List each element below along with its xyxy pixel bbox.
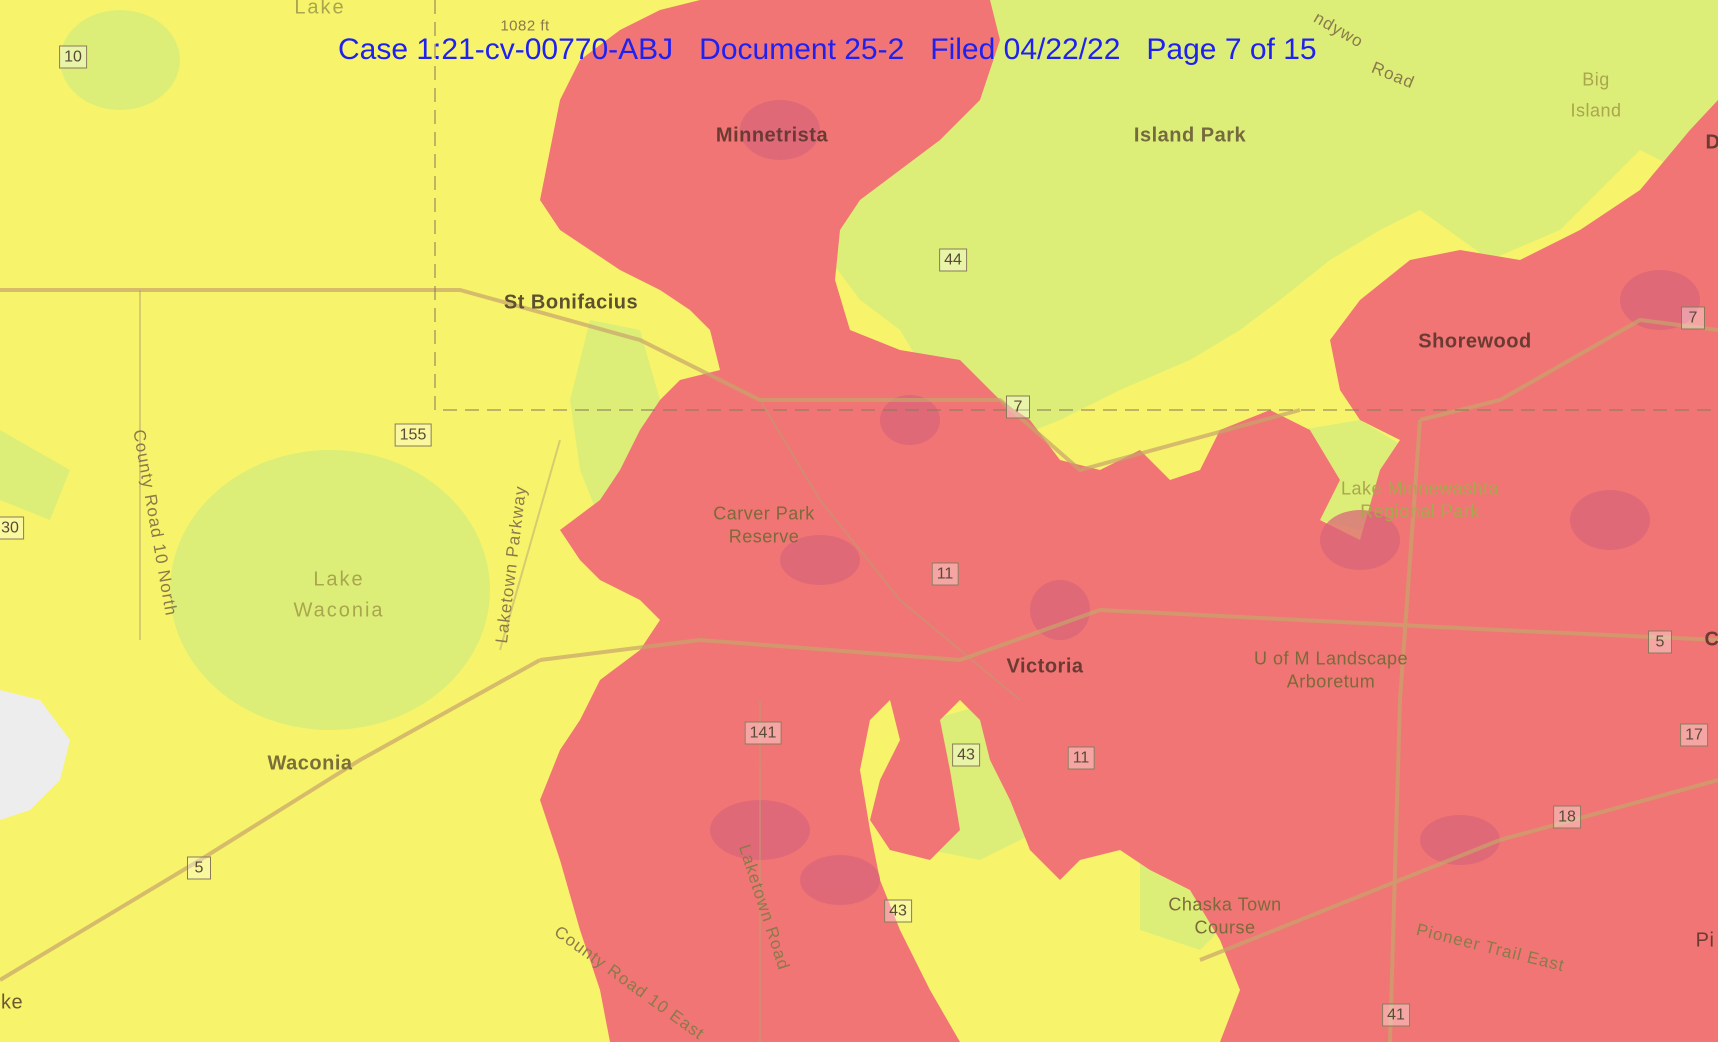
place-edge-d: D [1705, 131, 1718, 154]
case-number: Case 1:21-cv-00770-ABJ [338, 33, 674, 66]
minor-roads [139, 290, 1021, 1042]
place-st-bonifacius: St Bonifacius [503, 291, 639, 314]
place-waconia: Waconia [267, 752, 353, 775]
place-shorewood: Shorewood [1418, 330, 1532, 353]
highway-shield-10: 10 [59, 45, 87, 69]
page-number: Page 7 of 15 [1146, 33, 1317, 66]
highway-shield-11-south: 11 [1067, 746, 1095, 770]
place-lake-top: Lake [294, 0, 346, 19]
highway-shield-18: 18 [1553, 805, 1581, 829]
document-number: Document 25-2 [699, 33, 905, 66]
filed-date: Filed 04/22/22 [930, 33, 1121, 66]
place-big-island-line1: Big [1582, 69, 1610, 90]
highway-shield-5: 5 [187, 856, 211, 880]
elevation-label: 1082 ft [500, 17, 550, 35]
green-zones [0, 0, 1718, 950]
highway-shield-7-east: 7 [1681, 306, 1705, 330]
place-edge-ke: ke [0, 991, 24, 1014]
highway-shield-11: 11 [931, 562, 959, 586]
place-lake-waconia-line1: Lake [313, 568, 365, 591]
place-arboretum-line1: U of M Landscape [1253, 648, 1409, 669]
highway-shield-43: 43 [952, 743, 980, 767]
highway-shield-5-east: 5 [1648, 630, 1672, 654]
place-chaska-town-line2: Course [1194, 917, 1256, 938]
county-boundary [434, 0, 1718, 411]
place-carver-park-line2: Reserve [728, 526, 800, 547]
highway-shield-41: 41 [1382, 1003, 1410, 1027]
place-lake-minnewashta-line2: Regional Park [1360, 501, 1480, 522]
highway-shield-44: 44 [939, 248, 967, 272]
dark-patches [710, 100, 1700, 905]
place-edge-pi: Pi [1695, 929, 1715, 952]
place-edge-c: C [1704, 628, 1718, 651]
highway-shield-30: 30 [0, 516, 24, 540]
place-chaska-town-line1: Chaska Town [1168, 894, 1282, 915]
place-big-island-line2: Island [1570, 100, 1622, 121]
place-lake-minnewashta-line1: Lake Minnewashta [1340, 478, 1500, 499]
highway-shield-43-south: 43 [884, 899, 912, 923]
place-minnetrista: Minnetrista [715, 124, 829, 147]
place-carver-park-line1: Carver Park [713, 503, 815, 524]
highway-shield-7: 7 [1006, 395, 1030, 419]
white-lake [0, 690, 70, 820]
place-victoria: Victoria [1006, 655, 1084, 678]
highway-shield-155: 155 [394, 423, 432, 447]
court-document-header: Case 1:21-cv-00770-ABJ Document 25-2 Filed… [338, 28, 1398, 72]
red-zones [540, 0, 1718, 1042]
highway-shield-17: 17 [1680, 723, 1708, 747]
highway-shield-141: 141 [744, 721, 782, 745]
place-island-park: Island Park [1133, 124, 1247, 147]
place-lake-waconia-line2: Waconia [293, 599, 385, 622]
place-arboretum-line2: Arboretum [1286, 671, 1376, 692]
